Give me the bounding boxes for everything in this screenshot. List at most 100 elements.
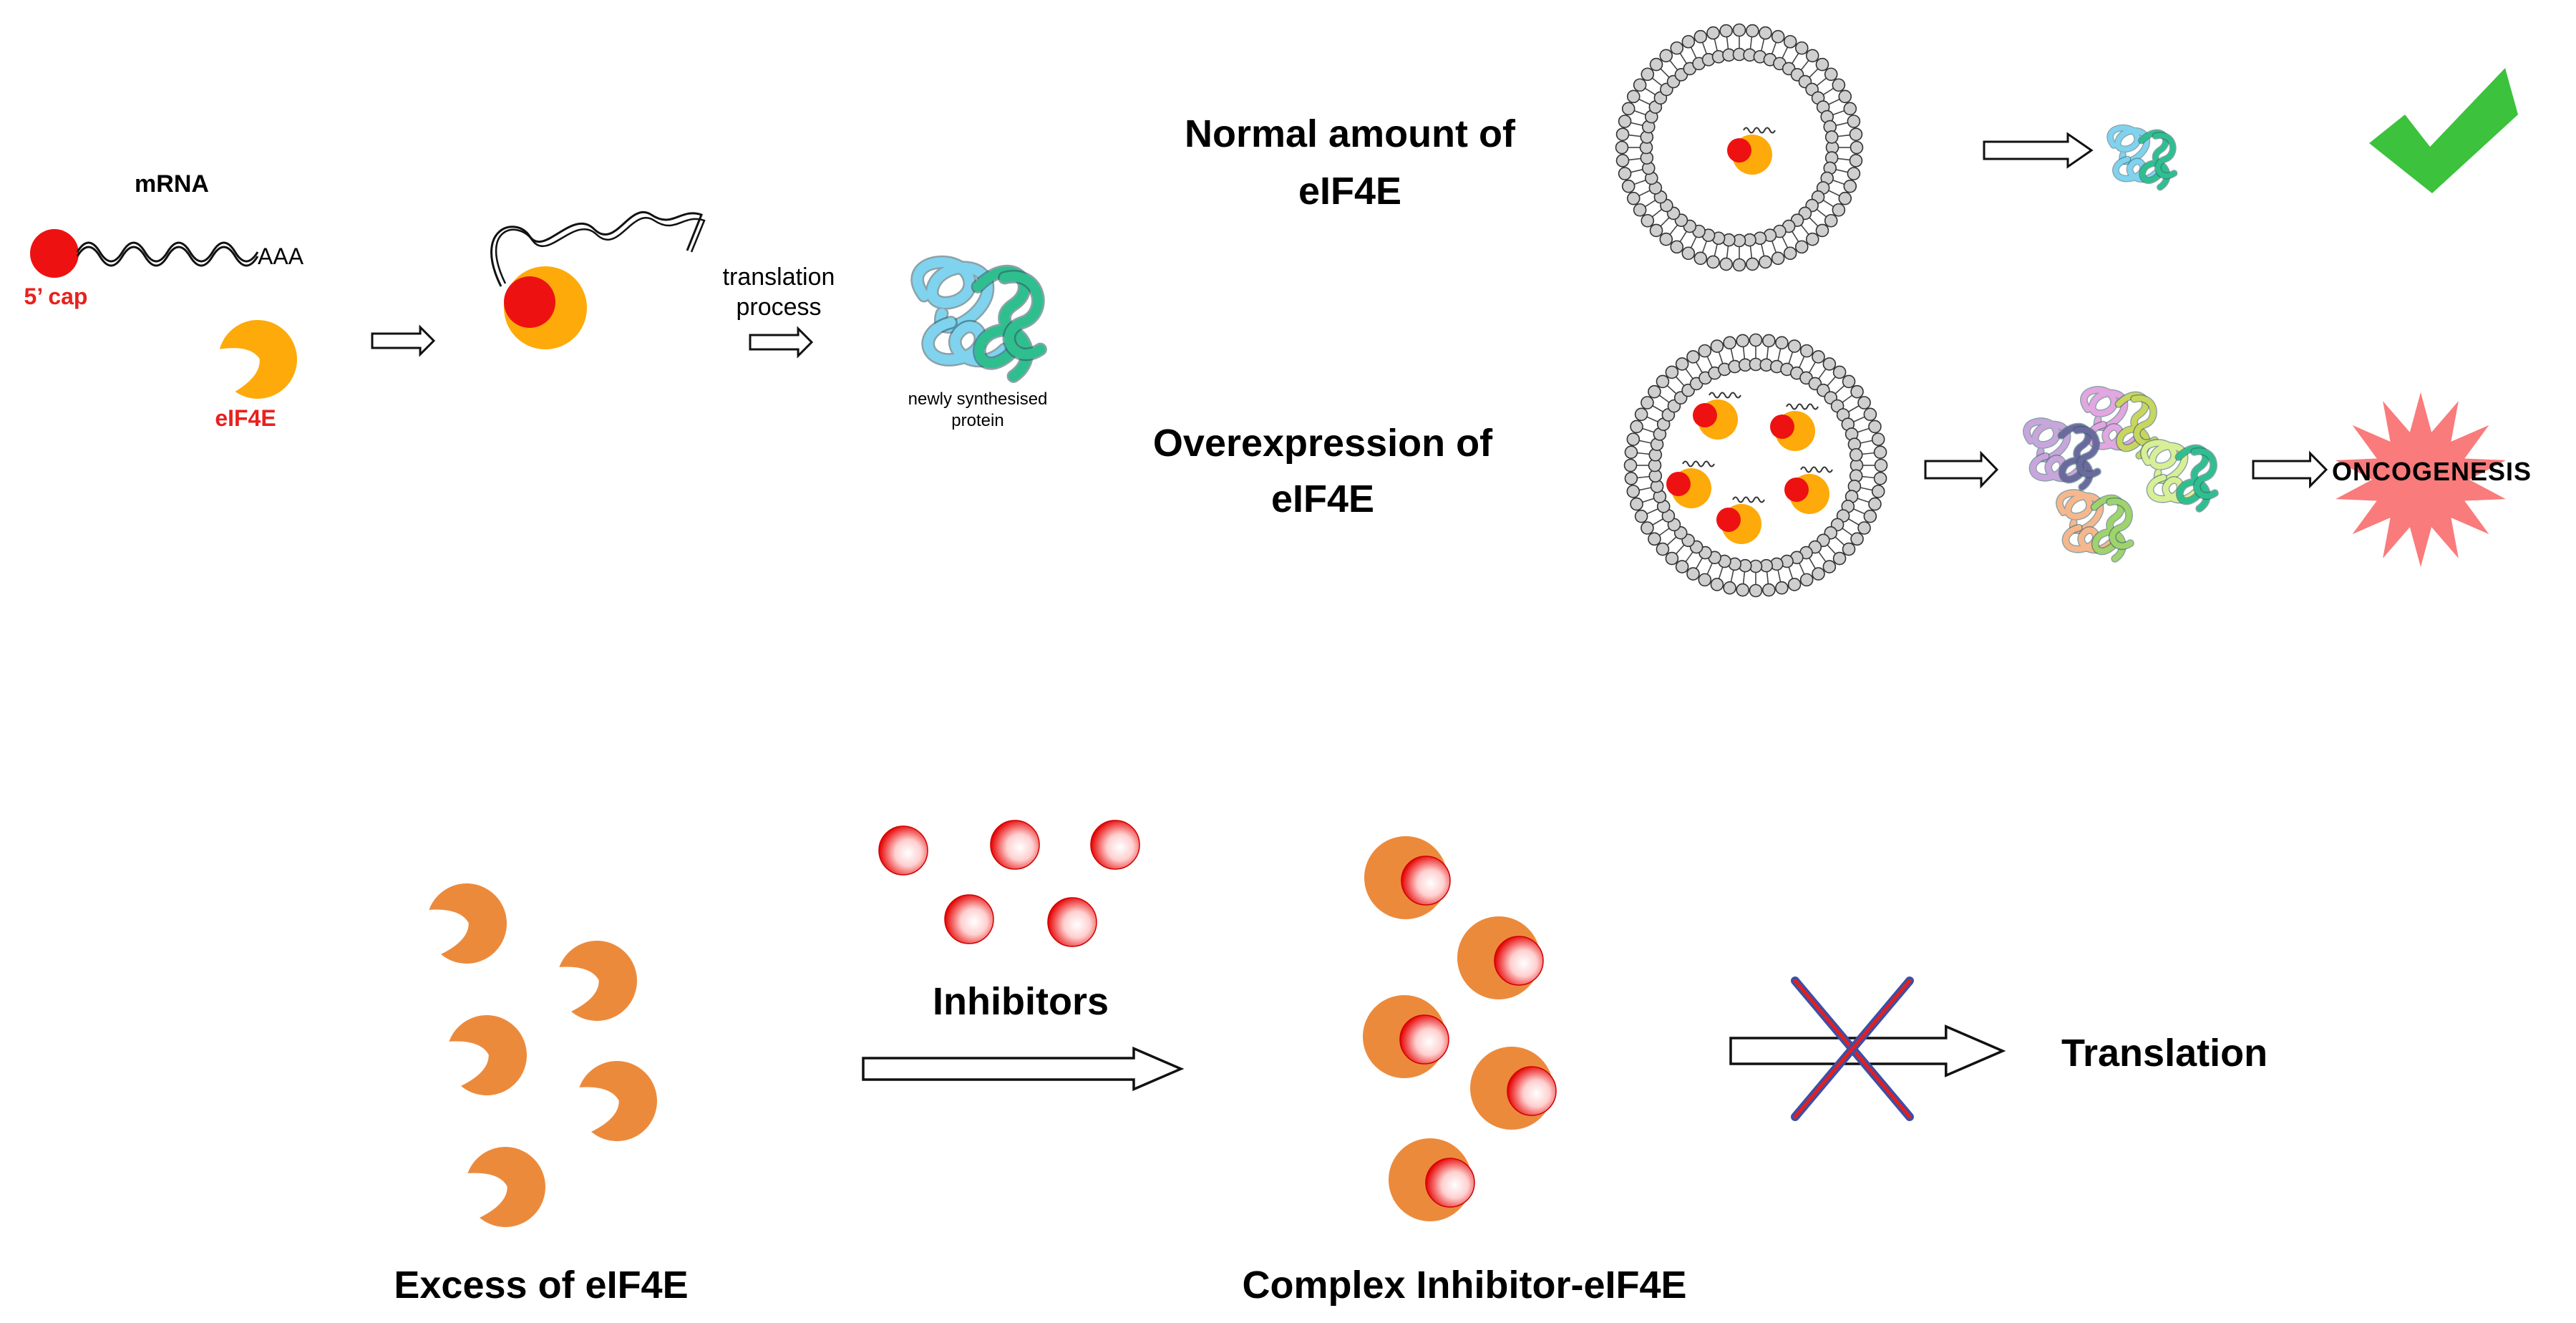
cell-normal-head-outer — [1618, 115, 1632, 128]
eif4e-excess-1-body — [559, 941, 637, 1021]
cell-normal-head-outer — [1759, 26, 1772, 40]
cell-normal-head-outer — [1849, 127, 1863, 141]
cell-normal-head-outer — [1843, 179, 1857, 193]
complex-label: Complex Inhibitor-eIF4E — [1242, 1264, 1687, 1307]
cell-normal-head-outer — [1719, 24, 1733, 38]
cell-over-head-outer — [1624, 471, 1638, 485]
complex-over-0-cap — [1693, 403, 1717, 427]
cell-over-head-outer — [1787, 578, 1802, 591]
protein-over-4-strand-0 — [2056, 490, 2103, 533]
complex-inhibitor-1 — [1457, 916, 1544, 999]
cell-over-head-outer — [1626, 432, 1641, 446]
cell-normal-head-outer — [1832, 78, 1846, 92]
cell-over-head-outer — [1871, 485, 1885, 498]
cell-over-head-outer — [1698, 344, 1712, 358]
cell-over-head-outer — [1775, 581, 1789, 595]
cell-normal-head-outer — [1838, 89, 1852, 104]
cell-over-head-outer — [1787, 339, 1802, 353]
cell-over-head-inner — [1849, 447, 1863, 462]
protein-over-4 — [2056, 489, 2134, 563]
complex-normal — [1727, 127, 1776, 175]
cell-over-head-outer — [1630, 497, 1643, 511]
eif4e-free — [219, 320, 297, 399]
newly-synthesised-protein-strand-0 — [913, 257, 993, 332]
protein-label-line1: newly synthesised — [908, 389, 1048, 409]
protein-normal-strand-3 — [2152, 132, 2177, 179]
eif4e-excess-0-body — [429, 883, 507, 964]
cell-over-head-outer — [1863, 407, 1877, 422]
cell-over-head-outer — [1832, 365, 1847, 379]
inhibitor-0 — [878, 825, 928, 876]
cell-over-head-outer — [1873, 445, 1887, 460]
cell-over-head-outer — [1656, 374, 1670, 389]
arrow-normal — [1983, 132, 2094, 169]
mrna-strand-2 — [76, 246, 259, 267]
cell-over-head-outer — [1641, 396, 1654, 410]
cell-over-head-outer — [1842, 542, 1856, 556]
protein-over-2-strand-0 — [2023, 418, 2070, 462]
complex-inhibitor-ball-3 — [1507, 1066, 1557, 1116]
cell-normal — [1615, 23, 1864, 272]
complex-normal-mrna — [1743, 127, 1776, 134]
inhibitors-label: Inhibitors — [933, 980, 1109, 1023]
cell-normal-head-outer — [1693, 29, 1708, 44]
cell-normal-head-outer — [1621, 102, 1635, 116]
cell-normal-head-outer — [1633, 203, 1647, 217]
cell-normal-head-outer — [1670, 41, 1684, 55]
blocked-cross-icon — [1791, 976, 1914, 1121]
arrow-bind — [371, 324, 436, 357]
cell-normal-head-outer — [1850, 140, 1864, 155]
cell-normal-head-outer — [1641, 67, 1655, 82]
cell-over-head-outer — [1871, 432, 1885, 446]
complex-over-4 — [1716, 496, 1765, 544]
cell-over-head-outer — [1850, 384, 1864, 399]
cell-over-head-outer — [1761, 334, 1776, 348]
eif4e-excess-4-body — [467, 1147, 545, 1227]
cap-circle — [30, 229, 79, 278]
cell-normal-head-outer — [1805, 49, 1819, 63]
cell-over-head-outer — [1665, 365, 1679, 379]
cell-normal-head-outer — [1706, 26, 1720, 40]
cell-normal-head-outer — [1615, 127, 1630, 141]
translation-outcome-label: Translation — [2061, 1032, 2268, 1075]
cell-over-head-outer — [1723, 581, 1736, 595]
normal-amount-label: Normal amount of — [1184, 112, 1516, 155]
cell-over-head-outer — [1675, 560, 1689, 573]
cell-over-head-outer — [1630, 420, 1643, 434]
cell-over-head-outer — [1868, 497, 1882, 511]
cell-over-head-outer — [1874, 458, 1888, 472]
cell-normal-head-outer — [1641, 213, 1655, 228]
overexpression-label: Overexpression of — [1152, 422, 1493, 465]
protein-normal — [2106, 124, 2178, 191]
cell-normal-head-outer — [1843, 102, 1857, 116]
cell-normal-head-outer — [1649, 57, 1663, 72]
normal-amount-label-eif4e: eIF4E — [1298, 170, 1402, 213]
cell-over-head-outer — [1623, 458, 1638, 472]
cell-normal-head-outer — [1626, 89, 1641, 104]
protein-over-2 — [2023, 417, 2101, 491]
inhibitor-4 — [1047, 897, 1097, 947]
cell-normal-head-outer — [1832, 203, 1846, 217]
cell-over-head-outer — [1648, 384, 1661, 399]
cell-normal-head-outer — [1771, 29, 1785, 44]
cell-over-head-outer — [1799, 344, 1814, 358]
complex-over-3-mrna — [1800, 466, 1833, 473]
excess-label: Excess of eIF4E — [394, 1264, 689, 1307]
eif4e-excess-3 — [579, 1061, 657, 1141]
eif4e-excess-3-body — [579, 1061, 657, 1141]
cell-over-head-outer — [1873, 471, 1887, 485]
complex-over-3-cap — [1784, 478, 1809, 502]
oncogenesis-burst-icon — [2336, 392, 2506, 567]
complex-inhibitor-ball-1 — [1494, 936, 1544, 986]
arrow-over — [1924, 450, 1999, 489]
complex-over-2-cap — [1666, 472, 1691, 496]
newly-synthesised-protein-strand-3 — [999, 271, 1046, 359]
complex-over-1 — [1770, 403, 1819, 451]
complex-over-0 — [1693, 392, 1741, 440]
complex-over-0-mrna — [1709, 392, 1741, 399]
cell-over-head-outer — [1857, 521, 1871, 535]
cell-over-head-outer — [1850, 532, 1864, 546]
cell-normal-head-outer — [1681, 34, 1696, 49]
cell-normal-head-outer — [1659, 49, 1673, 63]
